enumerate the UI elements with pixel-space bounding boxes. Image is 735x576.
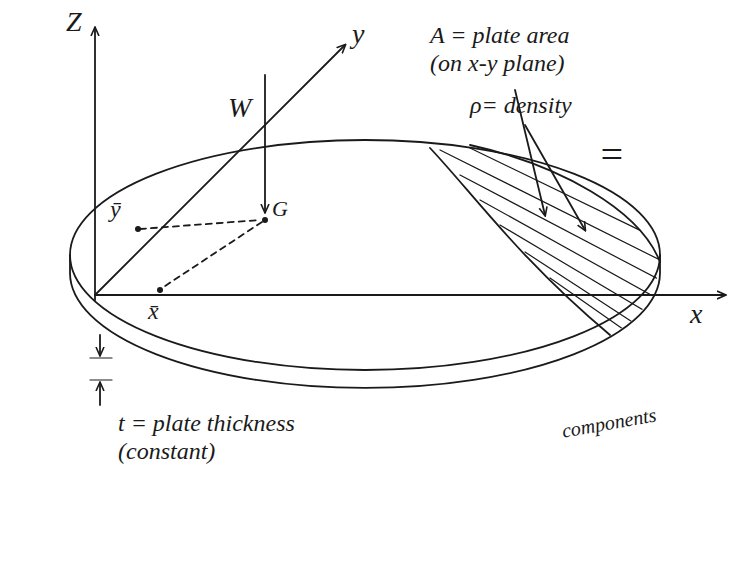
- centroid-dot: [262, 217, 268, 223]
- note-text: components: [560, 403, 658, 442]
- hatch-edge: [470, 145, 660, 262]
- plate-edge: [70, 255, 660, 388]
- z-axis: [94, 28, 96, 300]
- axis-label: y: [352, 18, 364, 50]
- x-axis: [95, 294, 725, 296]
- thickness-label: t = plate thickness (constant): [118, 410, 333, 465]
- coordinate-label: ȳ: [110, 196, 121, 224]
- dashed-line: [162, 222, 262, 288]
- hatching: [440, 148, 660, 355]
- force-label: W: [228, 92, 251, 124]
- density-label: ρ= density: [470, 92, 572, 120]
- centroid-label: G: [272, 196, 288, 221]
- thickness-arrow: [99, 383, 101, 405]
- y-axis: [95, 45, 345, 295]
- leader-line: [525, 125, 585, 230]
- dashed-line: [140, 220, 260, 229]
- area-label: A = plate area (on x-y plane): [430, 22, 605, 77]
- thickness-tick: [90, 379, 112, 380]
- hatch-edge: [430, 148, 610, 335]
- equals-sign: =: [598, 132, 625, 178]
- thickness-arrow: [99, 335, 101, 355]
- coordinate-dot: [135, 226, 141, 232]
- coordinate-dot: [157, 287, 163, 293]
- weight-arrow: [264, 75, 266, 212]
- axis-label: x: [690, 298, 702, 330]
- thickness-tick: [90, 357, 112, 358]
- plate-outline: [70, 140, 660, 370]
- axis-label: Z: [66, 6, 82, 38]
- coordinate-label: x̄: [148, 298, 159, 326]
